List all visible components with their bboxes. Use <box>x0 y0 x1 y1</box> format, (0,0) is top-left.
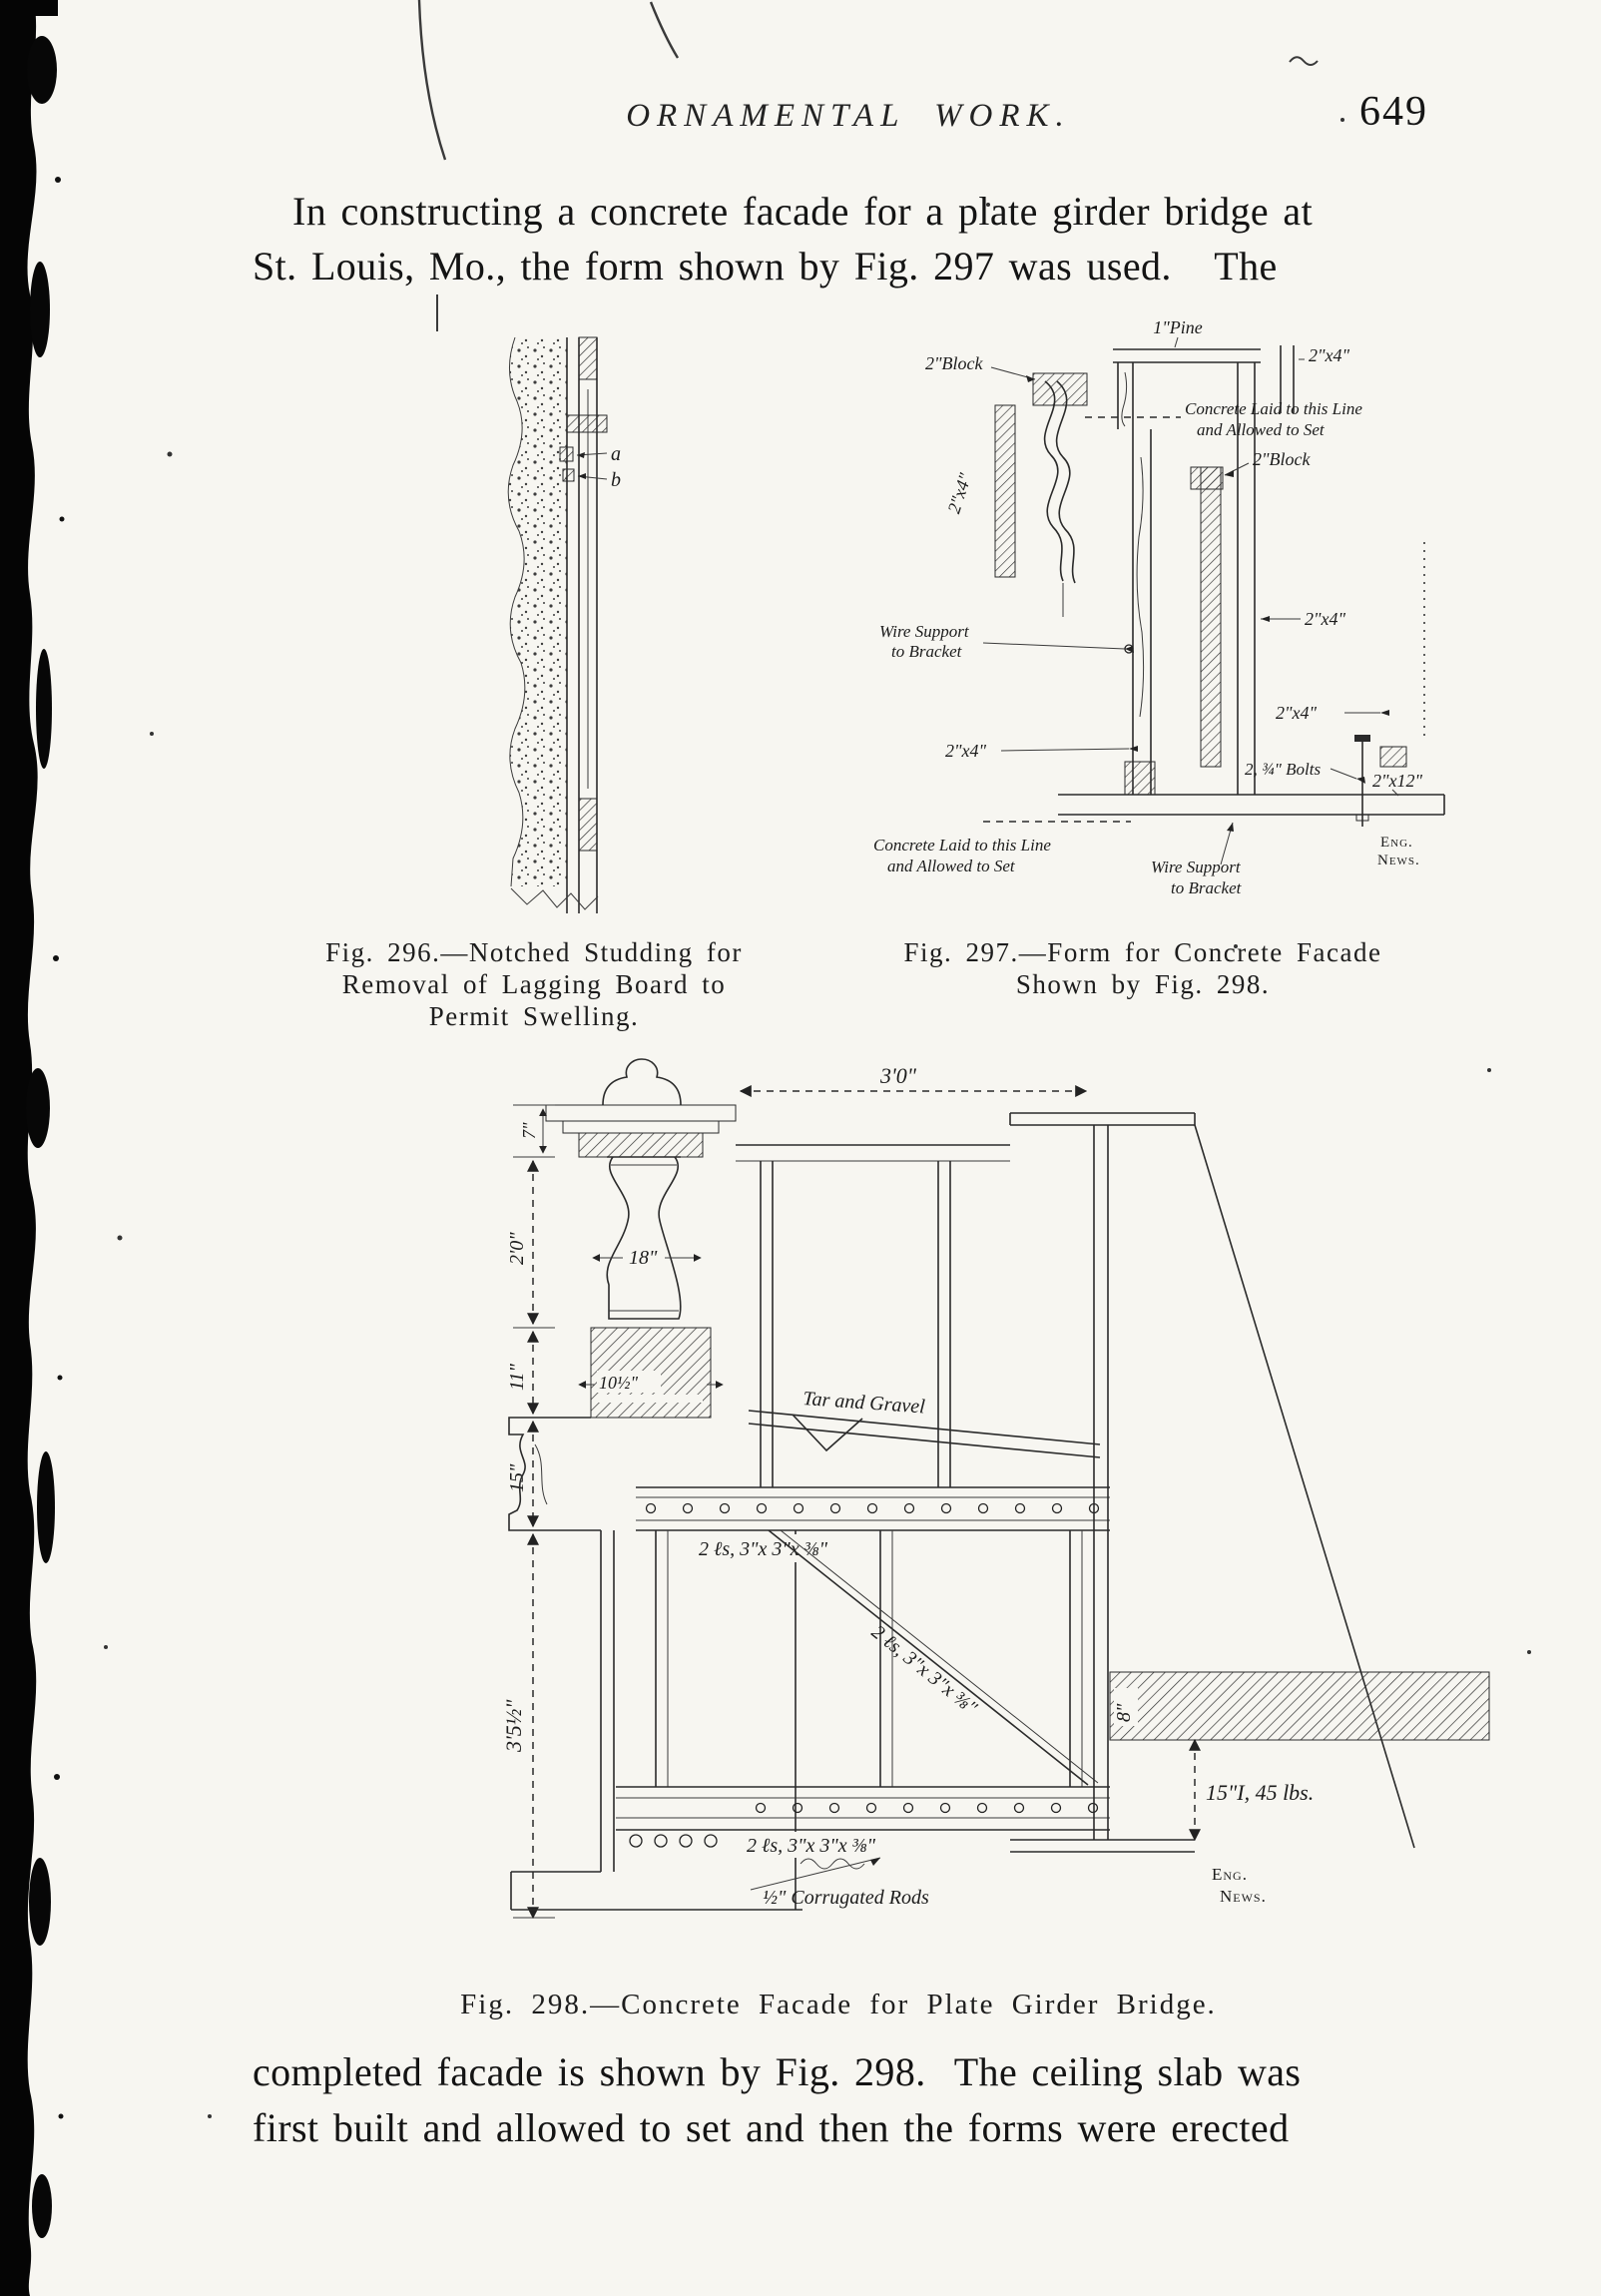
intro-line-1: In constructing a concrete facade for a … <box>292 189 1314 234</box>
fig297-label-2x4-bottom: 2"x4" <box>1276 703 1318 723</box>
fig298-credit-news: News. <box>1220 1887 1267 1906</box>
fig297-concrete-top-1: Concrete Laid to this Line <box>1185 399 1362 418</box>
mid-right-2x4-label: 2"x4" <box>1261 609 1346 629</box>
fig298-angles-top: 2 ℓs, 3"x 3"x ⅜" <box>699 1538 828 1560</box>
cornice-molding <box>508 1417 601 1531</box>
break-line <box>510 887 599 910</box>
wire-support-lower: Wire Support to Bracket <box>1151 822 1243 897</box>
fig297-label-block-top: 2"Block <box>925 353 984 373</box>
fig297-caption: Fig. 297.—Form for Concrete Facade Shown… <box>843 936 1442 1000</box>
gutter-edge <box>0 0 65 2296</box>
fig297-wire-upper-1: Wire Support <box>879 622 970 641</box>
fig297-credit-eng: Eng. <box>1380 835 1413 851</box>
corrugated-rods: ½" Corrugated Rods <box>750 1857 929 1909</box>
fig298-dim-rail: 7" <box>519 1122 539 1139</box>
fig297-label-bolts: 2, ¾" Bolts <box>1245 760 1321 779</box>
bolt: 2, ¾" Bolts <box>1245 735 1370 827</box>
fig297-label-block-right: 2"Block <box>1253 449 1312 469</box>
page-number: 649 <box>1359 89 1428 135</box>
fig298-drawing: 3'0" 18" 7" 2'0" 11" 15 <box>501 1058 1490 1920</box>
fig298-dim-2ft: 2'0" <box>506 1232 528 1265</box>
fig297-label-2x12: 2"x12" <box>1372 771 1423 791</box>
intro-line-2: St. Louis, Mo., the form shown by Fig. 2… <box>253 244 1278 288</box>
fig297-drawing: 1"Pine 2"Block 2"x4" Concrete Laid to th… <box>873 317 1445 897</box>
girder-bottom-chord: 2 ℓs, 3"x 3"x ⅜" <box>616 1786 1110 1858</box>
fig298-angles-bottom: 2 ℓs, 3"x 3"x ⅜" <box>747 1835 876 1857</box>
ceiling-slab <box>736 1144 1010 1487</box>
fig296-caption-line1: Fig. 296.—Notched Studding for <box>325 937 743 967</box>
dim-3ft: 3'0" <box>739 1063 1088 1097</box>
tar-and-gravel: Tar and Gravel <box>748 1388 1101 1458</box>
rail-cap <box>545 1058 737 1158</box>
tall-i-beam <box>1009 1112 1196 1853</box>
fig297-wire-lower-1: Wire Support <box>1151 858 1242 876</box>
notched-stud <box>566 336 608 913</box>
fig297-concrete-bot-2: and Allowed to Set <box>887 857 1016 875</box>
lower-left-2x4-label: 2"x4" <box>945 741 1138 761</box>
fig296-drawing: a b <box>507 336 621 913</box>
fig297-label-2x4-lower: 2"x4" <box>945 741 987 761</box>
fig298-dim-18: 18" <box>629 1247 658 1269</box>
outro-line-1: completed facade is shown by Fig. 298. T… <box>253 2049 1302 2094</box>
fig297-concrete-bot-1: Concrete Laid to this Line <box>873 836 1051 855</box>
top-left-block <box>990 366 1088 406</box>
baluster <box>606 1156 682 1320</box>
concrete-mass <box>507 336 567 887</box>
fig297-label-2x4-top: 2"x4" <box>1309 345 1350 365</box>
fig298-dim-11: 11" <box>506 1363 528 1391</box>
notch-detail: a b <box>559 443 621 491</box>
girder-top-chord: 2 ℓs, 3"x 3"x ⅜" <box>636 1486 1110 1562</box>
girder-web: 2 ℓs, 3"x 3"x ⅜" <box>655 1529 1099 1787</box>
fig297-caption-line2: Shown by Fig. 298. <box>1015 969 1271 999</box>
right-slab: 8" 15"I, 45 lbs. <box>1109 1671 1490 1842</box>
fig298-angles-diagonal: 2 ℓs, 3"x 3"x ⅜" <box>867 1621 982 1720</box>
fig298-caption: Fig. 298.—Concrete Facade for Plate Gird… <box>460 1989 1217 2020</box>
fig296-label-b: b <box>611 469 621 491</box>
outro-line-2: first built and allowed to set and then … <box>253 2105 1290 2150</box>
speck-dots <box>104 118 1531 2118</box>
fig296-caption: Fig. 296.—Notched Studding for Removal o… <box>274 936 794 1032</box>
wire-support-upper: Wire Support to Bracket <box>879 622 1134 661</box>
fig296-caption-line2: Removal of Lagging Board to <box>341 969 727 999</box>
eng-news-credit: Eng. News. <box>1377 835 1420 868</box>
fig297-label-2x4-mid: 2"x4" <box>1305 609 1346 629</box>
eng-news-credit-298: Eng. News. <box>1212 1865 1267 1906</box>
fig298-dim-3ft: 3'0" <box>879 1063 917 1088</box>
fig297-label-2x4-left: 2"x4" <box>943 470 975 516</box>
fig297-wire-upper-2: to Bracket <box>891 642 963 661</box>
bottom-plank <box>1058 761 1445 816</box>
fig298-dim-10h: 10½" <box>599 1373 639 1393</box>
fig297-wire-lower-2: to Bracket <box>1171 878 1243 897</box>
fig298-label-rods: ½" Corrugated Rods <box>763 1887 929 1909</box>
top-form-channel <box>1113 348 1261 795</box>
fig297-concrete-top-2: and Allowed to Set <box>1197 420 1326 439</box>
fig297-caption-line1: Fig. 297.—Form for Concrete Facade <box>903 937 1382 967</box>
center-boards <box>1132 429 1425 795</box>
fig298-label-ibeam: 15"I, 45 lbs. <box>1206 1780 1314 1805</box>
fig297-credit-news: News. <box>1377 853 1420 868</box>
fig298-dim-3ft5: 3'5½" <box>501 1699 526 1753</box>
fig298-dim-15: 15" <box>506 1463 528 1492</box>
fig296-label-a: a <box>611 443 621 465</box>
top-right-2x4 <box>1280 345 1305 413</box>
fig298-label-tar: Tar and Gravel <box>802 1388 926 1419</box>
molding-form <box>994 380 1076 617</box>
fig297-label-pine: 1"Pine <box>1153 317 1203 337</box>
plank-block-2x4: 2"x4" <box>1276 703 1407 768</box>
fig298-credit-eng: Eng. <box>1212 1865 1248 1884</box>
concrete-line-top: Concrete Laid to this Line and Allowed t… <box>1085 399 1362 439</box>
dim-18: 18" <box>592 1247 702 1269</box>
fig298-dim-8: 8" <box>1113 1703 1135 1722</box>
fig296-caption-line3: Permit Swelling. <box>428 1001 640 1031</box>
running-head: ORNAMENTAL WORK. <box>626 98 1071 134</box>
pedestal-block: 10½" <box>578 1327 724 1419</box>
left-dim-chain: 7" 2'0" 11" 15" 3'5½" <box>501 1104 555 1920</box>
concrete-line-bottom: Concrete Laid to this Line and Allowed t… <box>873 821 1131 875</box>
crease-marks <box>417 0 1319 331</box>
